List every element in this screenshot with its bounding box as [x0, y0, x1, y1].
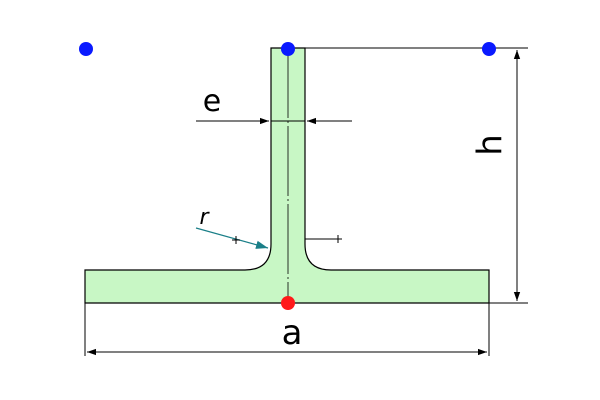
thickness-label: e [203, 84, 221, 119]
radius-dimension-line [195, 227, 269, 249]
reference-point-left [79, 42, 93, 56]
t-profile-shape [84, 47, 490, 304]
width-label: a [282, 313, 303, 353]
reference-point-right [482, 42, 496, 56]
reference-point-center [281, 42, 295, 56]
radius-label: r [199, 205, 210, 230]
height-label: h [471, 134, 511, 156]
centroid-point [281, 296, 295, 310]
